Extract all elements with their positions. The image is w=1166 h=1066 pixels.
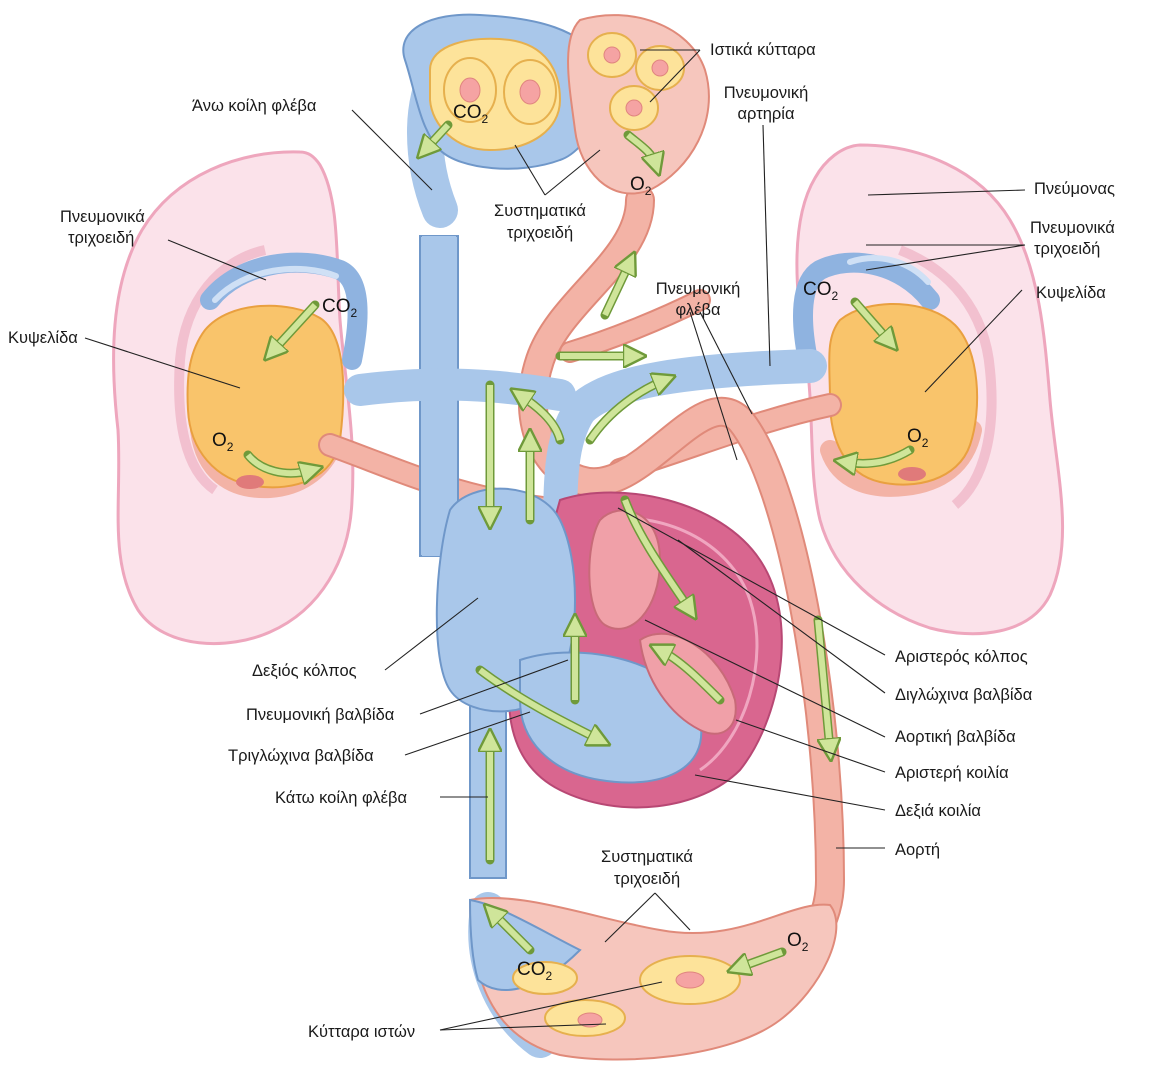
- label-right-atrium: Δεξιός κόλπος: [252, 662, 357, 680]
- label-pulmonary-capillaries-left-1: Πνευμονικά: [60, 208, 145, 226]
- left-alveolus: [188, 306, 344, 489]
- label-superior-vena-cava: Άνω κοίλη φλέβα: [192, 97, 317, 115]
- label-bicuspid-valve: Διγλώχινα βαλβίδα: [895, 686, 1033, 704]
- label-tricuspid-valve: Τριγλώχινα βαλβίδα: [228, 747, 374, 765]
- label-pulmonary-vein-2: φλέβα: [675, 301, 720, 319]
- label-pulmonary-capillaries-left-2: τριχοειδή: [68, 229, 134, 247]
- label-right-ventricle: Δεξιά κοιλία: [895, 802, 981, 820]
- label-aorta: Αορτή: [895, 841, 940, 859]
- label-left-atrium: Αριστερός κόλπος: [895, 648, 1028, 666]
- top-systemic-capillaries: [403, 15, 709, 194]
- label-aortic-valve: Αορτική βαλβίδα: [895, 728, 1016, 746]
- label-pulmonary-vein-1: Πνευμονική: [656, 280, 741, 298]
- label-tissue-cells-top: Ιστικά κύτταρα: [710, 41, 816, 59]
- label-alveolus-right: Κυψελίδα: [1036, 284, 1106, 302]
- label-lung: Πνεύμονας: [1034, 180, 1115, 198]
- label-pulmonary-artery-2: αρτηρία: [738, 105, 795, 123]
- label-alveolus-left: Κυψελίδα: [8, 329, 78, 347]
- label-systemic-capillaries-bottom-1: Συστηματικά: [601, 848, 693, 866]
- label-pulmonary-capillaries-right-1: Πνευμονικά: [1030, 219, 1115, 237]
- label-systemic-capillaries-top-1: Συστηματικά: [494, 202, 586, 220]
- label-tissue-cells-bottom: Κύτταρα ιστών: [308, 1023, 415, 1041]
- label-inferior-vena-cava: Κάτω κοίλη φλέβα: [275, 789, 407, 807]
- label-pulmonary-valve: Πνευμονική βαλβίδα: [246, 706, 395, 724]
- label-pulmonary-capillaries-right-2: τριχοειδή: [1034, 240, 1100, 258]
- label-systemic-capillaries-bottom-2: τριχοειδή: [614, 870, 680, 888]
- label-pulmonary-artery-1: Πνευμονική: [724, 84, 809, 102]
- label-left-ventricle: Αριστερή κοιλία: [895, 764, 1009, 782]
- label-systemic-capillaries-top-2: τριχοειδή: [507, 224, 573, 242]
